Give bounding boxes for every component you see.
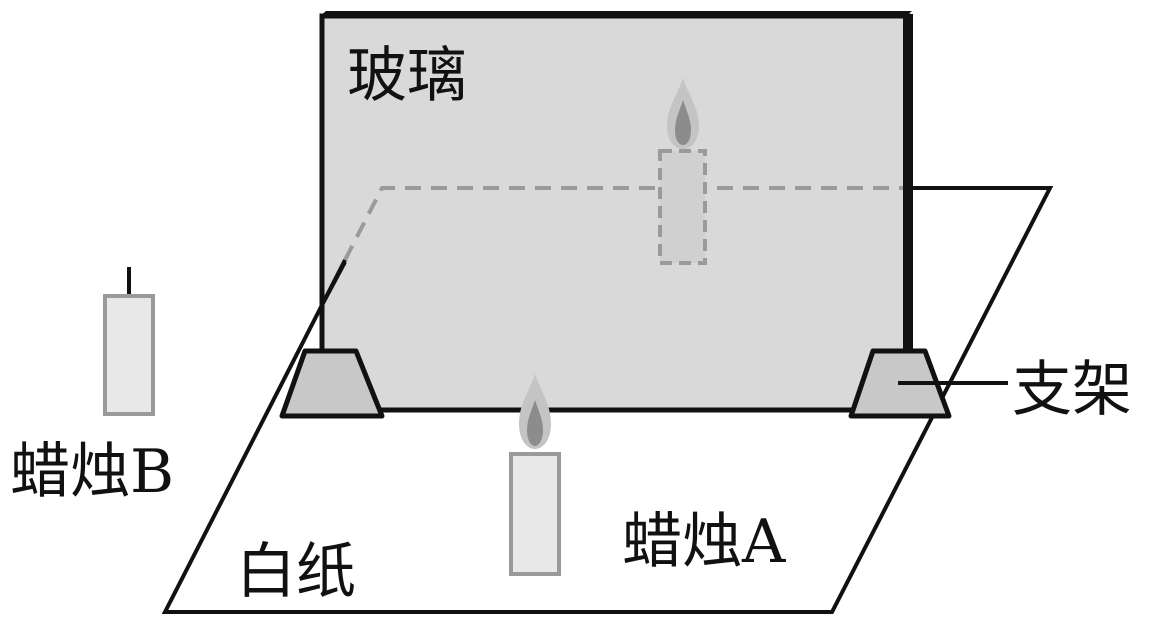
- candle-b-label: 蜡烛B: [10, 437, 174, 507]
- paper-hidden-edge: [343, 186, 903, 261]
- white-paper: [161, 186, 1054, 614]
- glass-right-edge: [903, 14, 913, 412]
- candle-a: [509, 452, 561, 576]
- paper-label: 白纸: [236, 537, 356, 607]
- glass-label: 玻璃: [347, 41, 467, 111]
- candle-a-flame-core-icon: [527, 400, 543, 446]
- stand-label: 支架: [1012, 355, 1132, 425]
- candle-b: [103, 294, 155, 416]
- candle-image-flame-core-icon: [675, 100, 691, 145]
- glass-pane: [319, 13, 911, 413]
- paper-left-edge-over-glass: [320, 261, 347, 306]
- candle-a-label: 蜡烛A: [622, 507, 786, 577]
- glass-top-edge: [320, 11, 912, 16]
- candle-image: [658, 149, 707, 265]
- left-stand: [279, 348, 385, 419]
